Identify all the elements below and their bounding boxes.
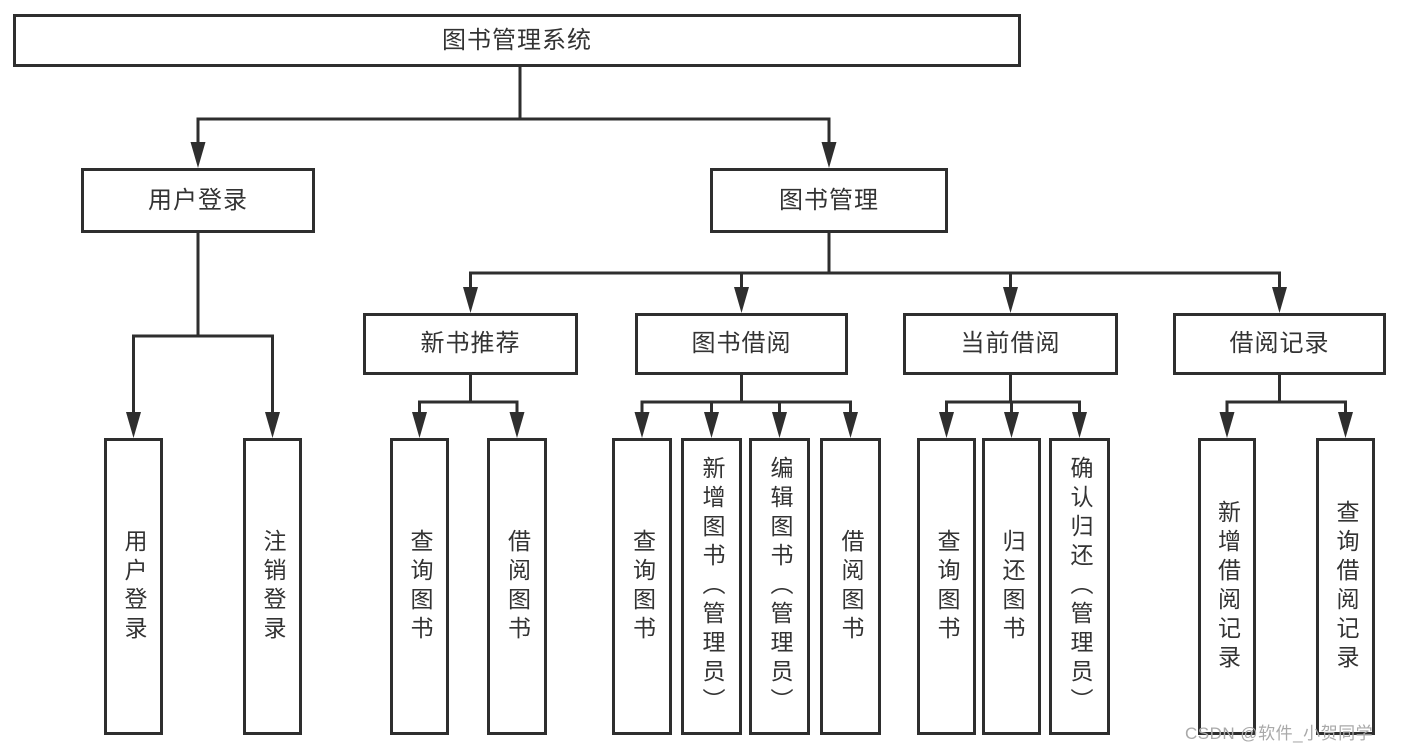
node-current-borrow: 当前借阅 [903, 313, 1118, 375]
node-library-system: 图书管理系统 [13, 14, 1021, 67]
leaf-add-borrow-record: 新增借阅记录 [1198, 438, 1256, 735]
node-borrow-records: 借阅记录 [1173, 313, 1386, 375]
leaf-add-books-admin: 新增图书（管理员） [681, 438, 742, 735]
leaf-return-books: 归还图书 [982, 438, 1041, 735]
leaf-user-login: 用户登录 [104, 438, 163, 735]
node-new-book-recommend: 新书推荐 [363, 313, 578, 375]
leaf-edit-books-admin: 编辑图书（管理员） [749, 438, 810, 735]
leaf-borrow-books: 借阅图书 [820, 438, 881, 735]
leaf-query-books-recommend: 查询图书 [390, 438, 449, 735]
watermark: CSDN @软件_小贺同学 [1185, 724, 1374, 743]
leaf-query-books-current: 查询图书 [917, 438, 976, 735]
leaf-logout: 注销登录 [243, 438, 302, 735]
node-book-borrow: 图书借阅 [635, 313, 848, 375]
leaf-borrow-books-recommend: 借阅图书 [487, 438, 547, 735]
leaf-confirm-return-admin: 确认归还（管理员） [1049, 438, 1110, 735]
leaf-query-borrow-record: 查询借阅记录 [1316, 438, 1375, 735]
node-book-management: 图书管理 [710, 168, 948, 233]
node-user-login: 用户登录 [81, 168, 315, 233]
leaf-query-books-borrow: 查询图书 [612, 438, 672, 735]
